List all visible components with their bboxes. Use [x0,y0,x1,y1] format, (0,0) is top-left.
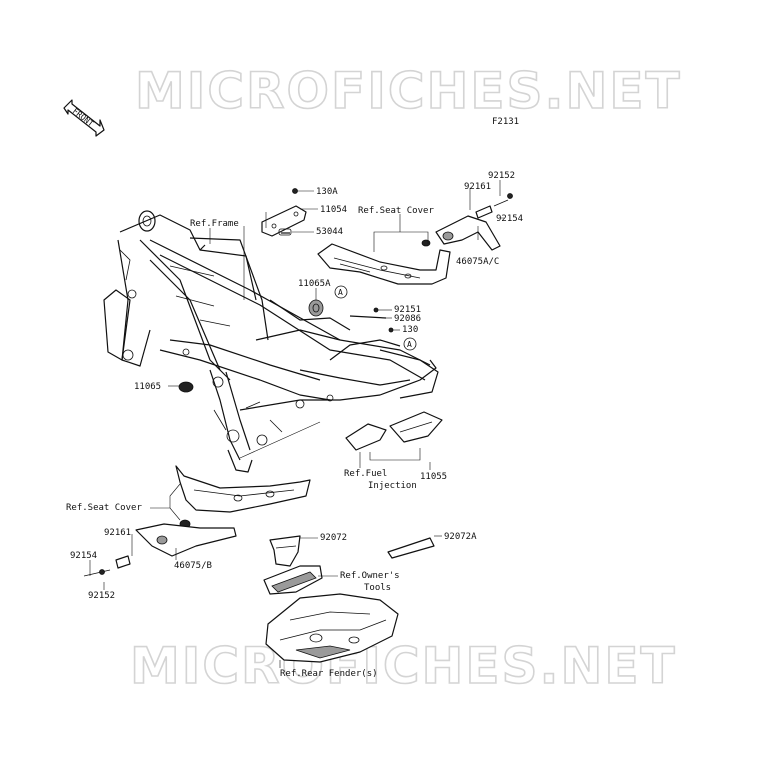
label-46075ac: 46075A/C [456,257,499,267]
part-11055-covers [345,411,443,451]
label-92152-top: 92152 [488,171,515,181]
part-92154-bolt-bottom [83,569,111,577]
label-92151: 92151 [394,305,421,315]
label-11065a: 11065A [298,279,331,289]
label-ref-fuel-line1: Ref.Fuel [344,469,387,479]
label-ref-seat-cover-top: Ref.Seat Cover [358,206,434,216]
label-11055: 11055 [420,472,447,482]
label-ref-owners-line2: Tools [364,583,391,593]
front-arrow-icon: FRONT [63,99,105,137]
label-92154-bottom: 92154 [70,551,97,561]
part-92151-bolt [373,307,379,313]
part-130a-bolt [292,188,298,194]
leader-lines [89,180,504,668]
label-53044: 53044 [316,227,343,237]
label-46075b: 46075/B [174,561,212,571]
front-label: FRONT [71,106,96,128]
label-ref-owners-line1: Ref.Owner's [340,571,400,581]
label-92072a: 92072A [444,532,477,542]
label-92086: 92086 [394,314,421,324]
label-11065: 11065 [134,382,161,392]
part-92152-washer-top [507,193,513,199]
label-130a: 130A [316,187,338,197]
diagram-code: F2131 [492,117,519,127]
part-11054-bracket [261,188,307,237]
seat-cover-left-drawing [175,465,311,529]
label-92154-top: 92154 [496,214,523,224]
owners-tools-drawing [263,565,323,595]
part-92072a-strap [387,537,435,559]
part-11065a-grommet [308,299,324,317]
part-92152-washer-bottom [99,569,105,575]
svg-text:A: A [338,288,343,297]
frame-drawing [103,210,439,473]
part-92154-bolt-top [493,199,509,207]
label-130: 130 [402,325,418,335]
label-ref-fuel-line2: Injection [368,481,417,491]
label-92161-top: 92161 [464,182,491,192]
part-46075b-grab-rail [83,523,237,577]
part-11065-grommet [178,381,194,393]
part-92161-spacer-bottom [115,555,131,569]
seat-cover-top-drawing [317,243,451,285]
watermark-bottom: MICROFICHES.NET [130,637,677,695]
label-92072: 92072 [320,533,347,543]
label-ref-frame: Ref.Frame [190,219,239,229]
watermark-top: MICROFICHES.NET [135,62,682,120]
label-ref-seat-cover-left: Ref.Seat Cover [66,503,142,513]
part-46075ac-grab-rail [421,193,513,251]
label-92152-bottom: 92152 [88,591,115,601]
callout-a-top: A [334,285,348,299]
svg-text:A: A [407,340,412,349]
rear-fender-drawing [265,593,399,663]
label-92161-bottom: 92161 [104,528,131,538]
part-92086-clamp [349,315,387,319]
label-ref-rear-fender: Ref.Rear Fender(s) [280,669,378,679]
callout-a-mid: A [403,337,417,351]
part-92072-strap [269,535,301,567]
part-92161-spacer-top [475,205,493,219]
label-11054: 11054 [320,205,347,215]
